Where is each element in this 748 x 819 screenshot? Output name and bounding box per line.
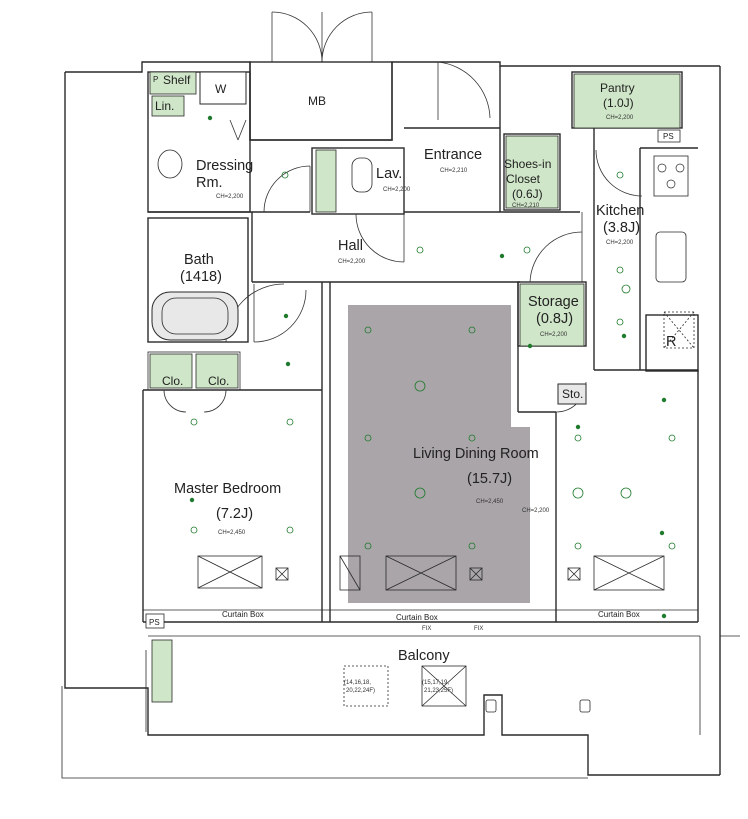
stove-burner-2 [675, 163, 685, 173]
bath-label-1: Bath [184, 252, 214, 268]
pantry-fixture [573, 73, 681, 129]
living-room-shaded-area-ext [511, 427, 530, 603]
lav-fixture [315, 149, 337, 213]
sto-label: Sto. [562, 387, 583, 401]
linen-label: Lin. [155, 99, 174, 113]
kitchen-stove [653, 155, 689, 197]
entry-doors [271, 11, 491, 120]
fix-label-2: FIX [474, 626, 483, 632]
ldr-ch: CH=2,450 [476, 499, 504, 505]
bath-tub-inner [161, 297, 229, 335]
ldr-label-1: Living Dining Room [413, 446, 539, 462]
lav-label: Lav. [376, 166, 402, 182]
master-ch: CH=2,450 [218, 530, 246, 536]
balcony-unit [151, 639, 173, 703]
closet-fixture-1 [149, 353, 193, 389]
dressing-circle [157, 149, 183, 179]
green-markers [189, 115, 667, 619]
shelf-mark: P [153, 75, 158, 84]
linen-box [151, 95, 185, 117]
shoes-label-2: Closet [506, 172, 541, 186]
ceiling-lamps [190, 171, 676, 550]
dressing-label-2: Rm. [196, 175, 223, 191]
interior-walls [142, 61, 699, 623]
balcony-label: Balcony [398, 648, 450, 664]
bath-label-2: (1418) [180, 269, 222, 285]
balcony-lamps [485, 699, 591, 713]
floors-a-line2: 20,22,24F) [346, 688, 375, 694]
shoes-closet-fixture [505, 135, 559, 209]
ps-top-label: PS [663, 132, 674, 141]
closet-fixture-2 [195, 353, 239, 389]
pantry-label-1: Pantry [600, 81, 635, 95]
ps-bottom-box [145, 613, 165, 629]
kitchen-ch: CH=2,200 [606, 240, 634, 246]
washer-label: W [215, 82, 227, 96]
kitchen-label-1: Kitchen [596, 203, 644, 219]
closet-label-1: Clo. [162, 374, 183, 388]
shelf-label: Shelf [163, 73, 191, 87]
closet-label-2: Clo. [208, 374, 229, 388]
hall-ch: CH=2,200 [338, 259, 366, 265]
storage-label-2: (0.8J) [536, 311, 573, 327]
fix-label-1: FIX [422, 626, 431, 632]
ldr-label-2: (15.7J) [467, 471, 512, 487]
storage-fixture [519, 283, 585, 347]
shoes-label-1: Shoes-in [504, 157, 551, 171]
pantry-label-2: (1.0J) [603, 96, 634, 110]
floors-a-line1: (14,16,18, [344, 680, 371, 686]
floors-b-line1: (15,17,19, [422, 680, 449, 686]
ps-bottom-label: PS [149, 618, 160, 627]
dressing-label-1: Dressing [196, 158, 253, 174]
shoes-label-3: (0.6J) [512, 187, 543, 201]
toilet [351, 157, 373, 193]
hall-label: Hall [338, 238, 363, 254]
kitchen-label-2: (3.8J) [603, 220, 640, 236]
entrance-ch: CH=2,210 [440, 168, 468, 174]
kitchen-sink [655, 231, 687, 283]
bath-tub [151, 291, 239, 341]
dressing-ch: CH=2,200 [216, 194, 244, 200]
sto-box [557, 383, 587, 405]
ps-top-box [657, 129, 681, 143]
floors-b-line2: 21,23,25F) [424, 688, 453, 694]
mb-label: MB [308, 94, 326, 108]
master-label-1: Master Bedroom [174, 481, 281, 497]
ceiling-vents [197, 311, 695, 707]
lav-ch: CH=2,200 [383, 187, 411, 193]
shoes-ch: CH=2,210 [512, 203, 540, 209]
shelf-box [149, 71, 197, 95]
living-room-shaded-area [348, 305, 511, 603]
interior-door-arcs [163, 119, 643, 413]
stove-burner-3 [666, 179, 676, 189]
storage-label-1: Storage [528, 294, 579, 310]
washer-box [199, 71, 247, 105]
curtain-box-label-2: Curtain Box [396, 613, 438, 622]
entrance-label: Entrance [424, 147, 482, 163]
storage-ch: CH=2,200 [540, 332, 568, 338]
curtain-box-label-1: Curtain Box [222, 610, 264, 619]
fixtures [149, 71, 689, 703]
refrigerator-label: R [666, 334, 676, 350]
pantry-ch: CH=2,200 [606, 115, 634, 121]
master-label-2: (7.2J) [216, 506, 253, 522]
ldr-ch2: CH=2,200 [522, 508, 550, 514]
curtain-box-label-3: Curtain Box [598, 610, 640, 619]
stove-burner-1 [657, 163, 667, 173]
